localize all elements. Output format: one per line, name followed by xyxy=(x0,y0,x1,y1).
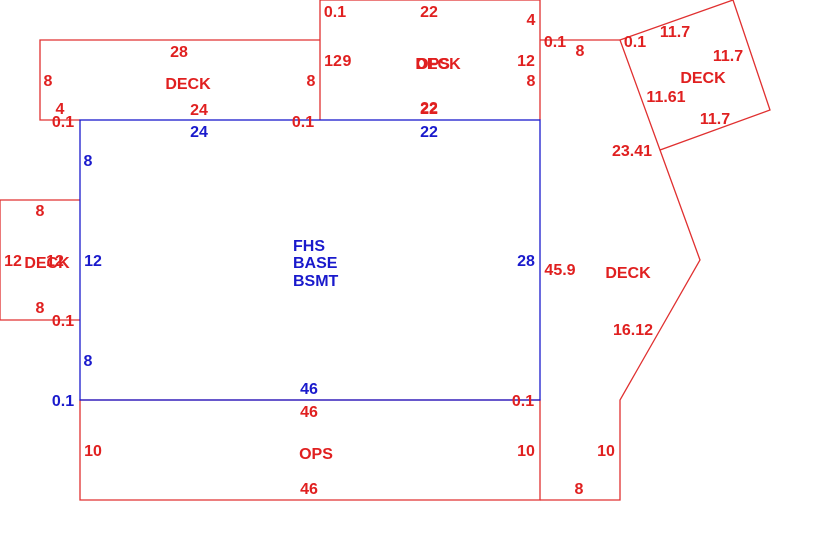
main-top-dim: 24 xyxy=(190,124,208,141)
main-left-dim-lower: 8 xyxy=(84,353,93,370)
red-outlines xyxy=(0,0,771,501)
blue-labels: 24 22 8 FHS BASE BSMT 12 28 8 46 0.1 xyxy=(52,124,535,410)
deck-top-center-top-dim: 22 xyxy=(420,4,438,21)
ops-bottom-bottom-dim: 46 xyxy=(300,481,318,498)
red-labels: 28 8 DECK 8 4 24 0.1 0.1 0.1 22 4 12 9 D… xyxy=(4,4,743,498)
deck-left-corner: 0.1 xyxy=(52,313,74,330)
deck-left-top-dim: 8 xyxy=(36,203,45,220)
deck-left-outline xyxy=(0,199,80,321)
main-bottom-dim: 46 xyxy=(300,381,318,398)
deck-top-right-left-dim: 11.61 xyxy=(646,89,685,106)
main-label-line3: BSMT xyxy=(293,273,339,290)
deck-right-link-dim: 8 xyxy=(576,43,585,60)
main-left-dim-mid: 12 xyxy=(84,253,102,270)
main-label-line2: BASE xyxy=(293,255,338,272)
deck-right-right-dim: 10 xyxy=(597,443,615,460)
ops-bottom-label: OPS xyxy=(299,446,333,463)
deck-top-right-corner: 0.1 xyxy=(624,34,646,51)
deck-top-left-left-dim: 8 xyxy=(44,73,53,90)
ops-bottom-top-dim: 46 xyxy=(300,404,318,421)
deck-right-diag-dim: 23.41 xyxy=(612,143,652,160)
deck-right-label: DECK xyxy=(605,265,651,282)
ops-bottom-right-dim: 10 xyxy=(517,443,535,460)
deck-top-right-label: DECK xyxy=(680,70,726,87)
main-top-dim-right: 22 xyxy=(420,124,438,141)
deck-top-right-outline xyxy=(619,0,771,151)
deck-top-right-bottom-dim: 11.7 xyxy=(700,111,730,128)
deck-top-center-right-dim-top: 4 xyxy=(527,12,536,29)
deck-top-center-corner-right: 0.1 xyxy=(544,34,566,51)
deck-top-left-offset-dim: 4 xyxy=(56,101,65,118)
deck-right-outline xyxy=(540,149,701,501)
deck-top-center-bottom-dim-a: 22 xyxy=(420,100,438,117)
main-corner-bottom-left: 0.1 xyxy=(52,393,74,410)
deck-top-right-right-dim: 11.7 xyxy=(713,48,743,65)
deck-top-center-bottom-dim-b: 22 xyxy=(420,101,438,118)
main-label-line1: FHS xyxy=(293,238,325,255)
deck-top-center-right-dim-lower: 8 xyxy=(527,73,536,90)
deck-right-lower-diag-dim: 16.12 xyxy=(613,322,653,339)
deck-right-corner: 0.1 xyxy=(512,393,534,410)
deck-top-left-bottom-dim: 24 xyxy=(190,102,208,119)
main-structure-outline xyxy=(79,119,541,401)
deck-top-left-top-dim: 28 xyxy=(170,44,188,61)
deck-top-center-label-b: OPS xyxy=(416,56,450,73)
ops-bottom-left-dim: 10 xyxy=(84,443,102,460)
deck-top-center-right-dim: 12 xyxy=(517,53,535,70)
deck-left-left-dim: 12 xyxy=(4,253,22,270)
deck-right-left-dim: 45.9 xyxy=(544,262,575,279)
deck-top-left-right-dim: 8 xyxy=(307,73,316,90)
deck-top-left-outline xyxy=(39,39,320,121)
deck-top-center-outline xyxy=(319,0,541,120)
deck-top-left-corner-right: 0.1 xyxy=(292,114,314,131)
deck-right-bottom-dim: 8 xyxy=(575,481,584,498)
deck-top-left-corner-left: 0.1 xyxy=(52,114,74,131)
deck-left-overlap-dim: 12 xyxy=(46,253,64,270)
deck-top-right-top-dim: 11.7 xyxy=(660,24,690,41)
deck-left-bottom-dim: 8 xyxy=(36,300,45,317)
deck-left-label: DECK xyxy=(24,255,70,272)
deck-top-center-left-dim-overlap: 9 xyxy=(343,53,352,70)
main-right-dim: 28 xyxy=(517,253,535,270)
deck-top-center-corner-top-left: 0.1 xyxy=(324,4,346,21)
deck-top-center-label-a: DECK xyxy=(415,56,461,73)
deck-top-center-left-dim: 12 xyxy=(324,53,342,70)
main-left-dim-upper: 8 xyxy=(84,153,93,170)
deck-top-left-label: DECK xyxy=(165,76,211,93)
